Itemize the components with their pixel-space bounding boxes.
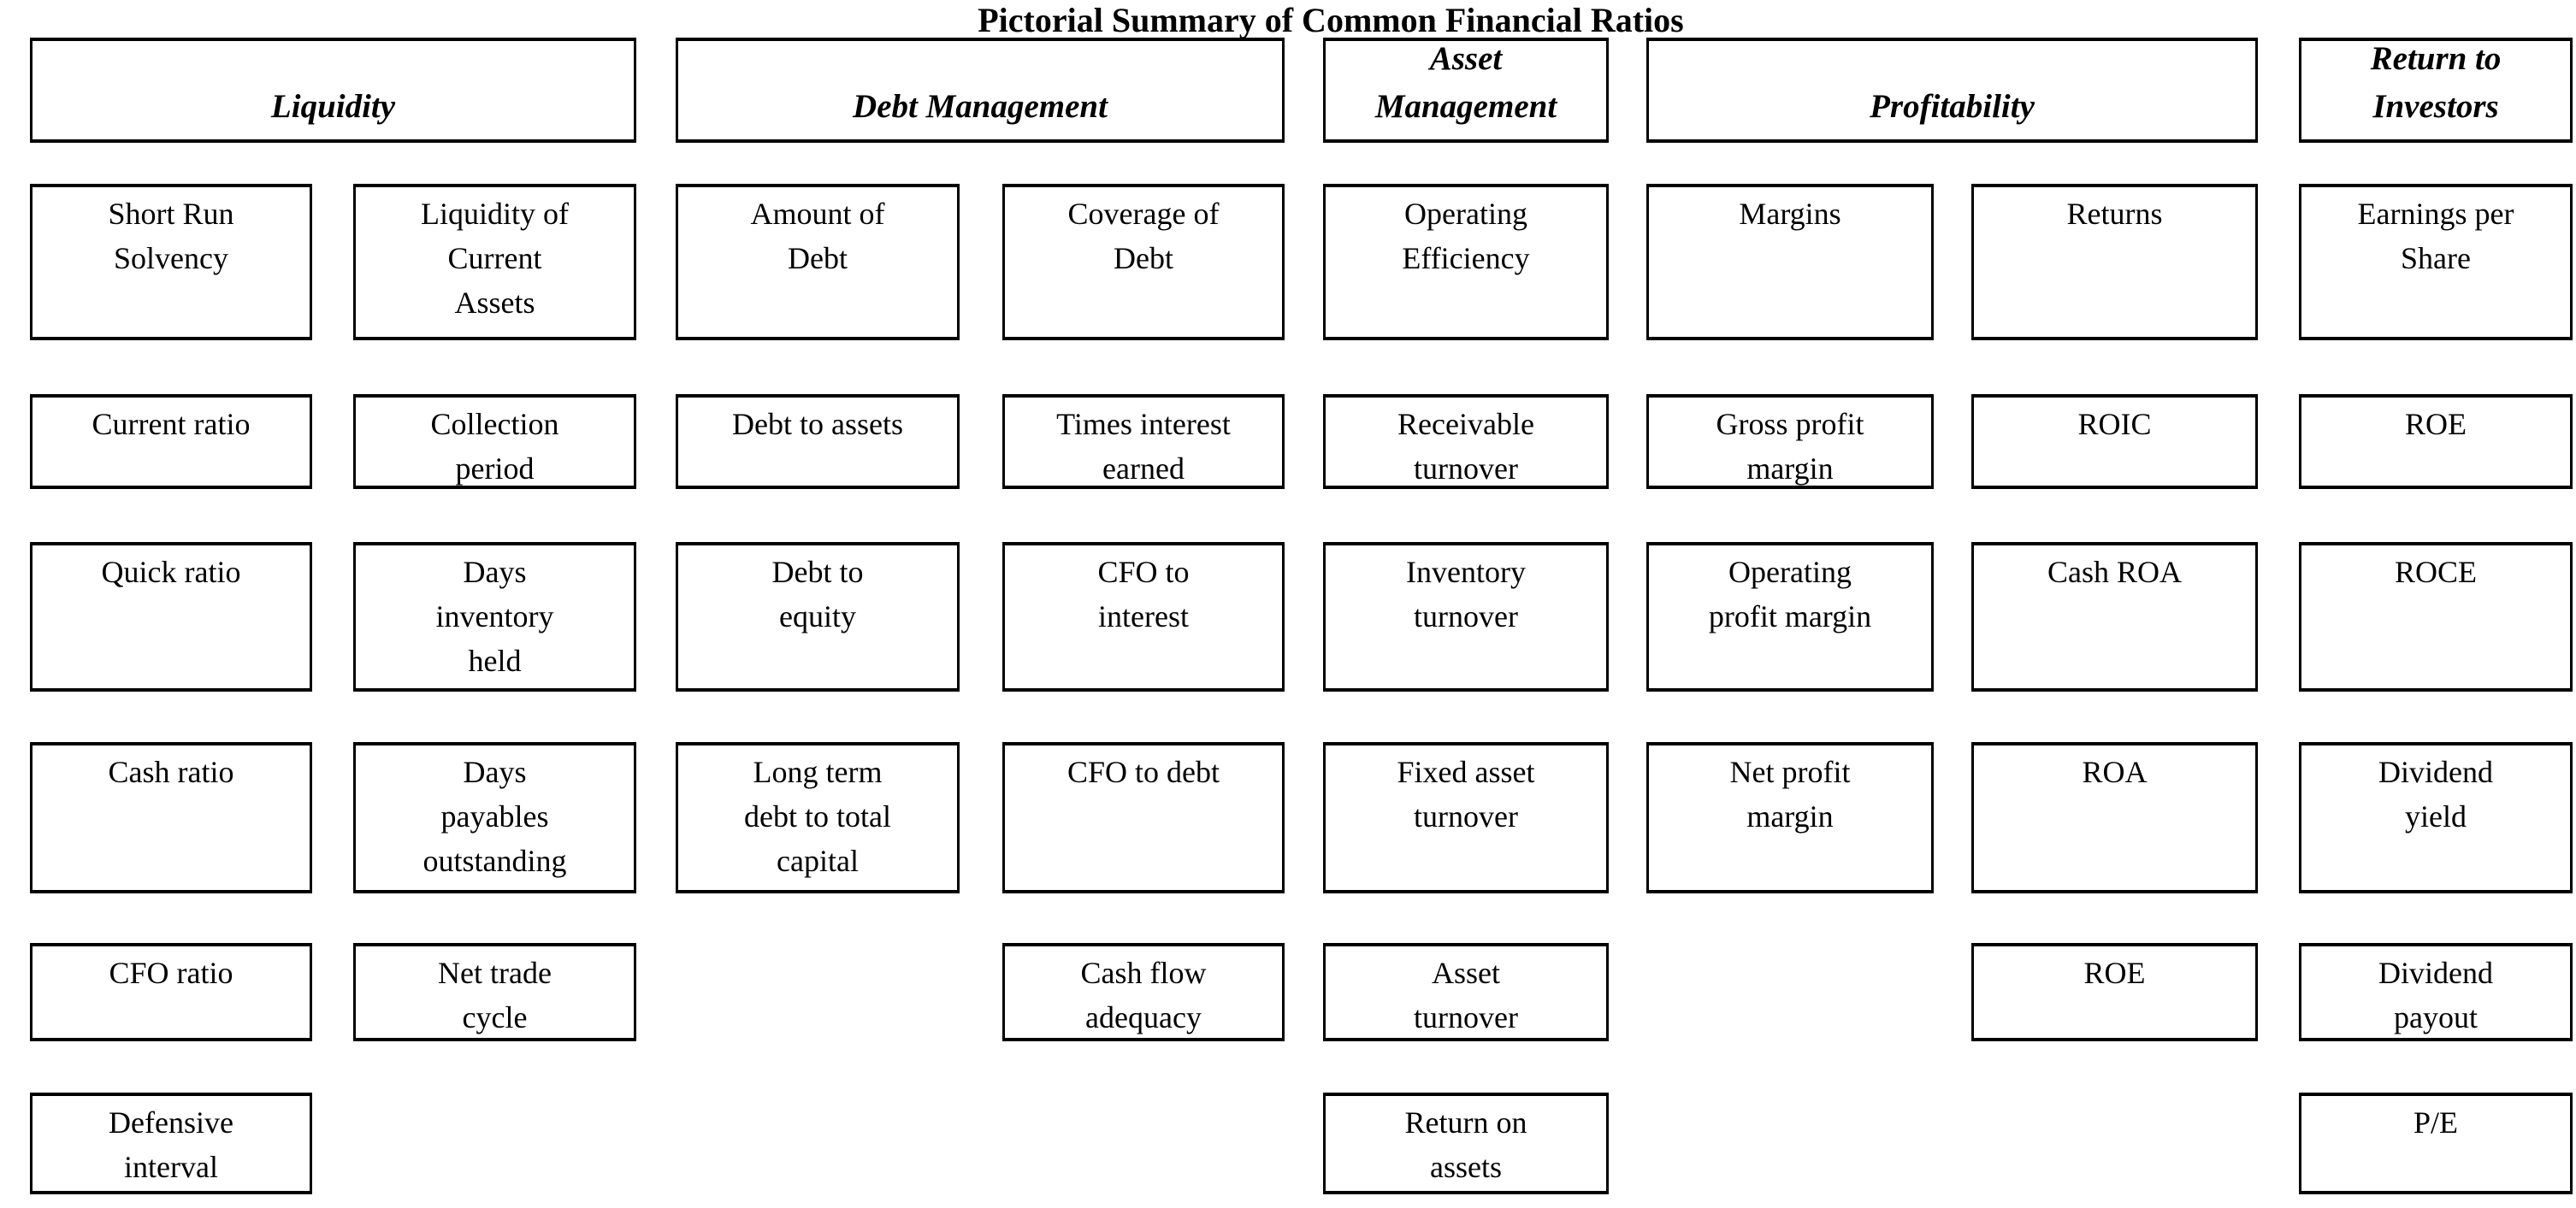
group-header-profitability: Profitability xyxy=(1646,38,2258,143)
box-amount-of-debt: Amount of Debt xyxy=(676,184,960,340)
box-long-term-debt-to-total-capital: Long term debt to total capital xyxy=(676,742,960,893)
group-header-return-to-investors: Return to Investors xyxy=(2299,38,2573,143)
box-net-trade-cycle: Net trade cycle xyxy=(353,943,636,1041)
box-debt-to-assets: Debt to assets xyxy=(676,394,960,489)
box-roa: ROA xyxy=(1971,742,2258,893)
box-defensive-interval: Defensive interval xyxy=(30,1093,312,1194)
group-header-liquidity: Liquidity xyxy=(30,38,636,143)
box-cash-flow-adequacy: Cash flow adequacy xyxy=(1002,943,1285,1041)
box-fixed-asset-turnover: Fixed asset turnover xyxy=(1323,742,1609,893)
box-liquidity-of-current-assets: Liquidity of Current Assets xyxy=(353,184,636,340)
box-operating-efficiency: Operating Efficiency xyxy=(1323,184,1609,340)
box-current-ratio: Current ratio xyxy=(30,394,312,489)
box-roic: ROIC xyxy=(1971,394,2258,489)
box-times-interest-earned: Times interest earned xyxy=(1002,394,1285,489)
box-days-payables-outstanding: Days payables outstanding xyxy=(353,742,636,893)
group-header-asset-management: Asset Management xyxy=(1323,38,1609,143)
box-days-inventory-held: Days inventory held xyxy=(353,542,636,692)
box-asset-turnover: Asset turnover xyxy=(1323,943,1609,1041)
box-cfo-to-interest: CFO to interest xyxy=(1002,542,1285,692)
box-return-on-assets: Return on assets xyxy=(1323,1093,1609,1194)
box-returns: Returns xyxy=(1971,184,2258,340)
box-quick-ratio: Quick ratio xyxy=(30,542,312,692)
page-title: Pictorial Summary of Common Financial Ra… xyxy=(978,1,1684,39)
box-gross-profit-margin: Gross profit margin xyxy=(1646,394,1934,489)
box-debt-to-equity: Debt to equity xyxy=(676,542,960,692)
box-dividend-yield: Dividend yield xyxy=(2299,742,2573,893)
box-cfo-to-debt: CFO to debt xyxy=(1002,742,1285,893)
box-coverage-of-debt: Coverage of Debt xyxy=(1002,184,1285,340)
box-short-run-solvency: Short Run Solvency xyxy=(30,184,312,340)
box-operating-profit-margin: Operating profit margin xyxy=(1646,542,1934,692)
box-cash-ratio: Cash ratio xyxy=(30,742,312,893)
box-margins: Margins xyxy=(1646,184,1934,340)
box-roce: ROCE xyxy=(2299,542,2573,692)
group-header-debt-management: Debt Management xyxy=(676,38,1285,143)
box-roe: ROE xyxy=(1971,943,2258,1041)
box-cash-roa: Cash ROA xyxy=(1971,542,2258,692)
box-net-profit-margin: Net profit margin xyxy=(1646,742,1934,893)
box-dividend-payout: Dividend payout xyxy=(2299,943,2573,1041)
box-collection-period: Collection period xyxy=(353,394,636,489)
box-inventory-turnover: Inventory turnover xyxy=(1323,542,1609,692)
box-roe: ROE xyxy=(2299,394,2573,489)
box-receivable-turnover: Receivable turnover xyxy=(1323,394,1609,489)
box-earnings-per-share: Earnings per Share xyxy=(2299,184,2573,340)
box-cfo-ratio: CFO ratio xyxy=(30,943,312,1041)
box-p-e: P/E xyxy=(2299,1093,2573,1194)
